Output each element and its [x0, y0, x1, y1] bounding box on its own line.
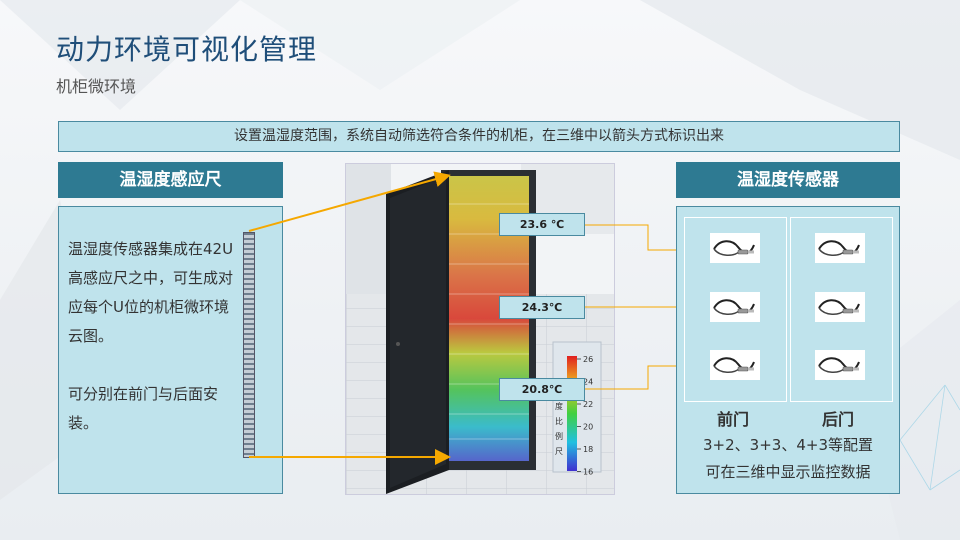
scale-title-char-5: 尺	[555, 447, 563, 456]
scale-title-char-3: 比	[555, 416, 563, 426]
front-sensor-1[interactable]	[710, 233, 760, 263]
scale-tick-label: 18	[583, 445, 593, 454]
front-door-label: 前门	[717, 410, 750, 429]
back-sensor-1[interactable]	[815, 233, 865, 263]
left-panel-paragraph-2: 可分别在前门与后面安装。	[68, 385, 219, 432]
sensor-cable-icon	[818, 299, 860, 315]
right-panel-heading: 温湿度传感器	[676, 162, 900, 198]
scale-tick-label: 26	[583, 355, 593, 364]
temperature-reading-1[interactable]: 23.6 ℃	[499, 213, 585, 236]
left-panel-heading: 温湿度感应尺	[58, 162, 283, 198]
back-sensor-2[interactable]	[815, 292, 865, 322]
sensor-cable-icon	[713, 299, 755, 315]
temperature-reading-2[interactable]: 24.3℃	[499, 296, 585, 319]
temperature-reading-3[interactable]: 20.8℃	[499, 378, 585, 401]
sensor-cable-icon	[818, 357, 860, 373]
back-door-label: 后门	[822, 410, 855, 429]
scale-tick-label: 20	[583, 423, 593, 432]
back-sensor-3[interactable]	[815, 350, 865, 380]
sensor-cable-icon	[818, 240, 860, 256]
left-panel-text: 温湿度传感器集成在42U高感应尺之中，可生成对应每个U位的机柜微环境云图。 可分…	[68, 235, 238, 467]
front-sensor-2[interactable]	[710, 292, 760, 322]
arrow-ruler-top	[248, 171, 451, 232]
left-panel-paragraph-1: 温湿度传感器集成在42U高感应尺之中，可生成对应每个U位的机柜微环境云图。	[68, 240, 234, 345]
config-line-2: 可在三维中显示监控数据	[705, 463, 871, 481]
front-sensor-3[interactable]	[710, 350, 760, 380]
description-banner: 设置温湿度范围，系统自动筛选符合条件的机柜，在三维中以箭头方式标识出来	[58, 121, 900, 152]
scale-tick-label: 22	[583, 400, 593, 409]
scale-title-char-4: 例	[555, 431, 563, 441]
sensor-cable-icon	[713, 240, 755, 256]
page-subtitle: 机柜微环境	[56, 77, 137, 96]
sensor-cable-icon	[713, 357, 755, 373]
scale-tick-label: 24	[583, 378, 593, 387]
config-line-1: 3+2、3+3、4+3等配置	[703, 436, 873, 454]
scale-title-char-2: 度	[555, 401, 563, 411]
page-title: 动力环境可视化管理	[56, 33, 318, 66]
scale-tick-label: 16	[583, 468, 593, 477]
